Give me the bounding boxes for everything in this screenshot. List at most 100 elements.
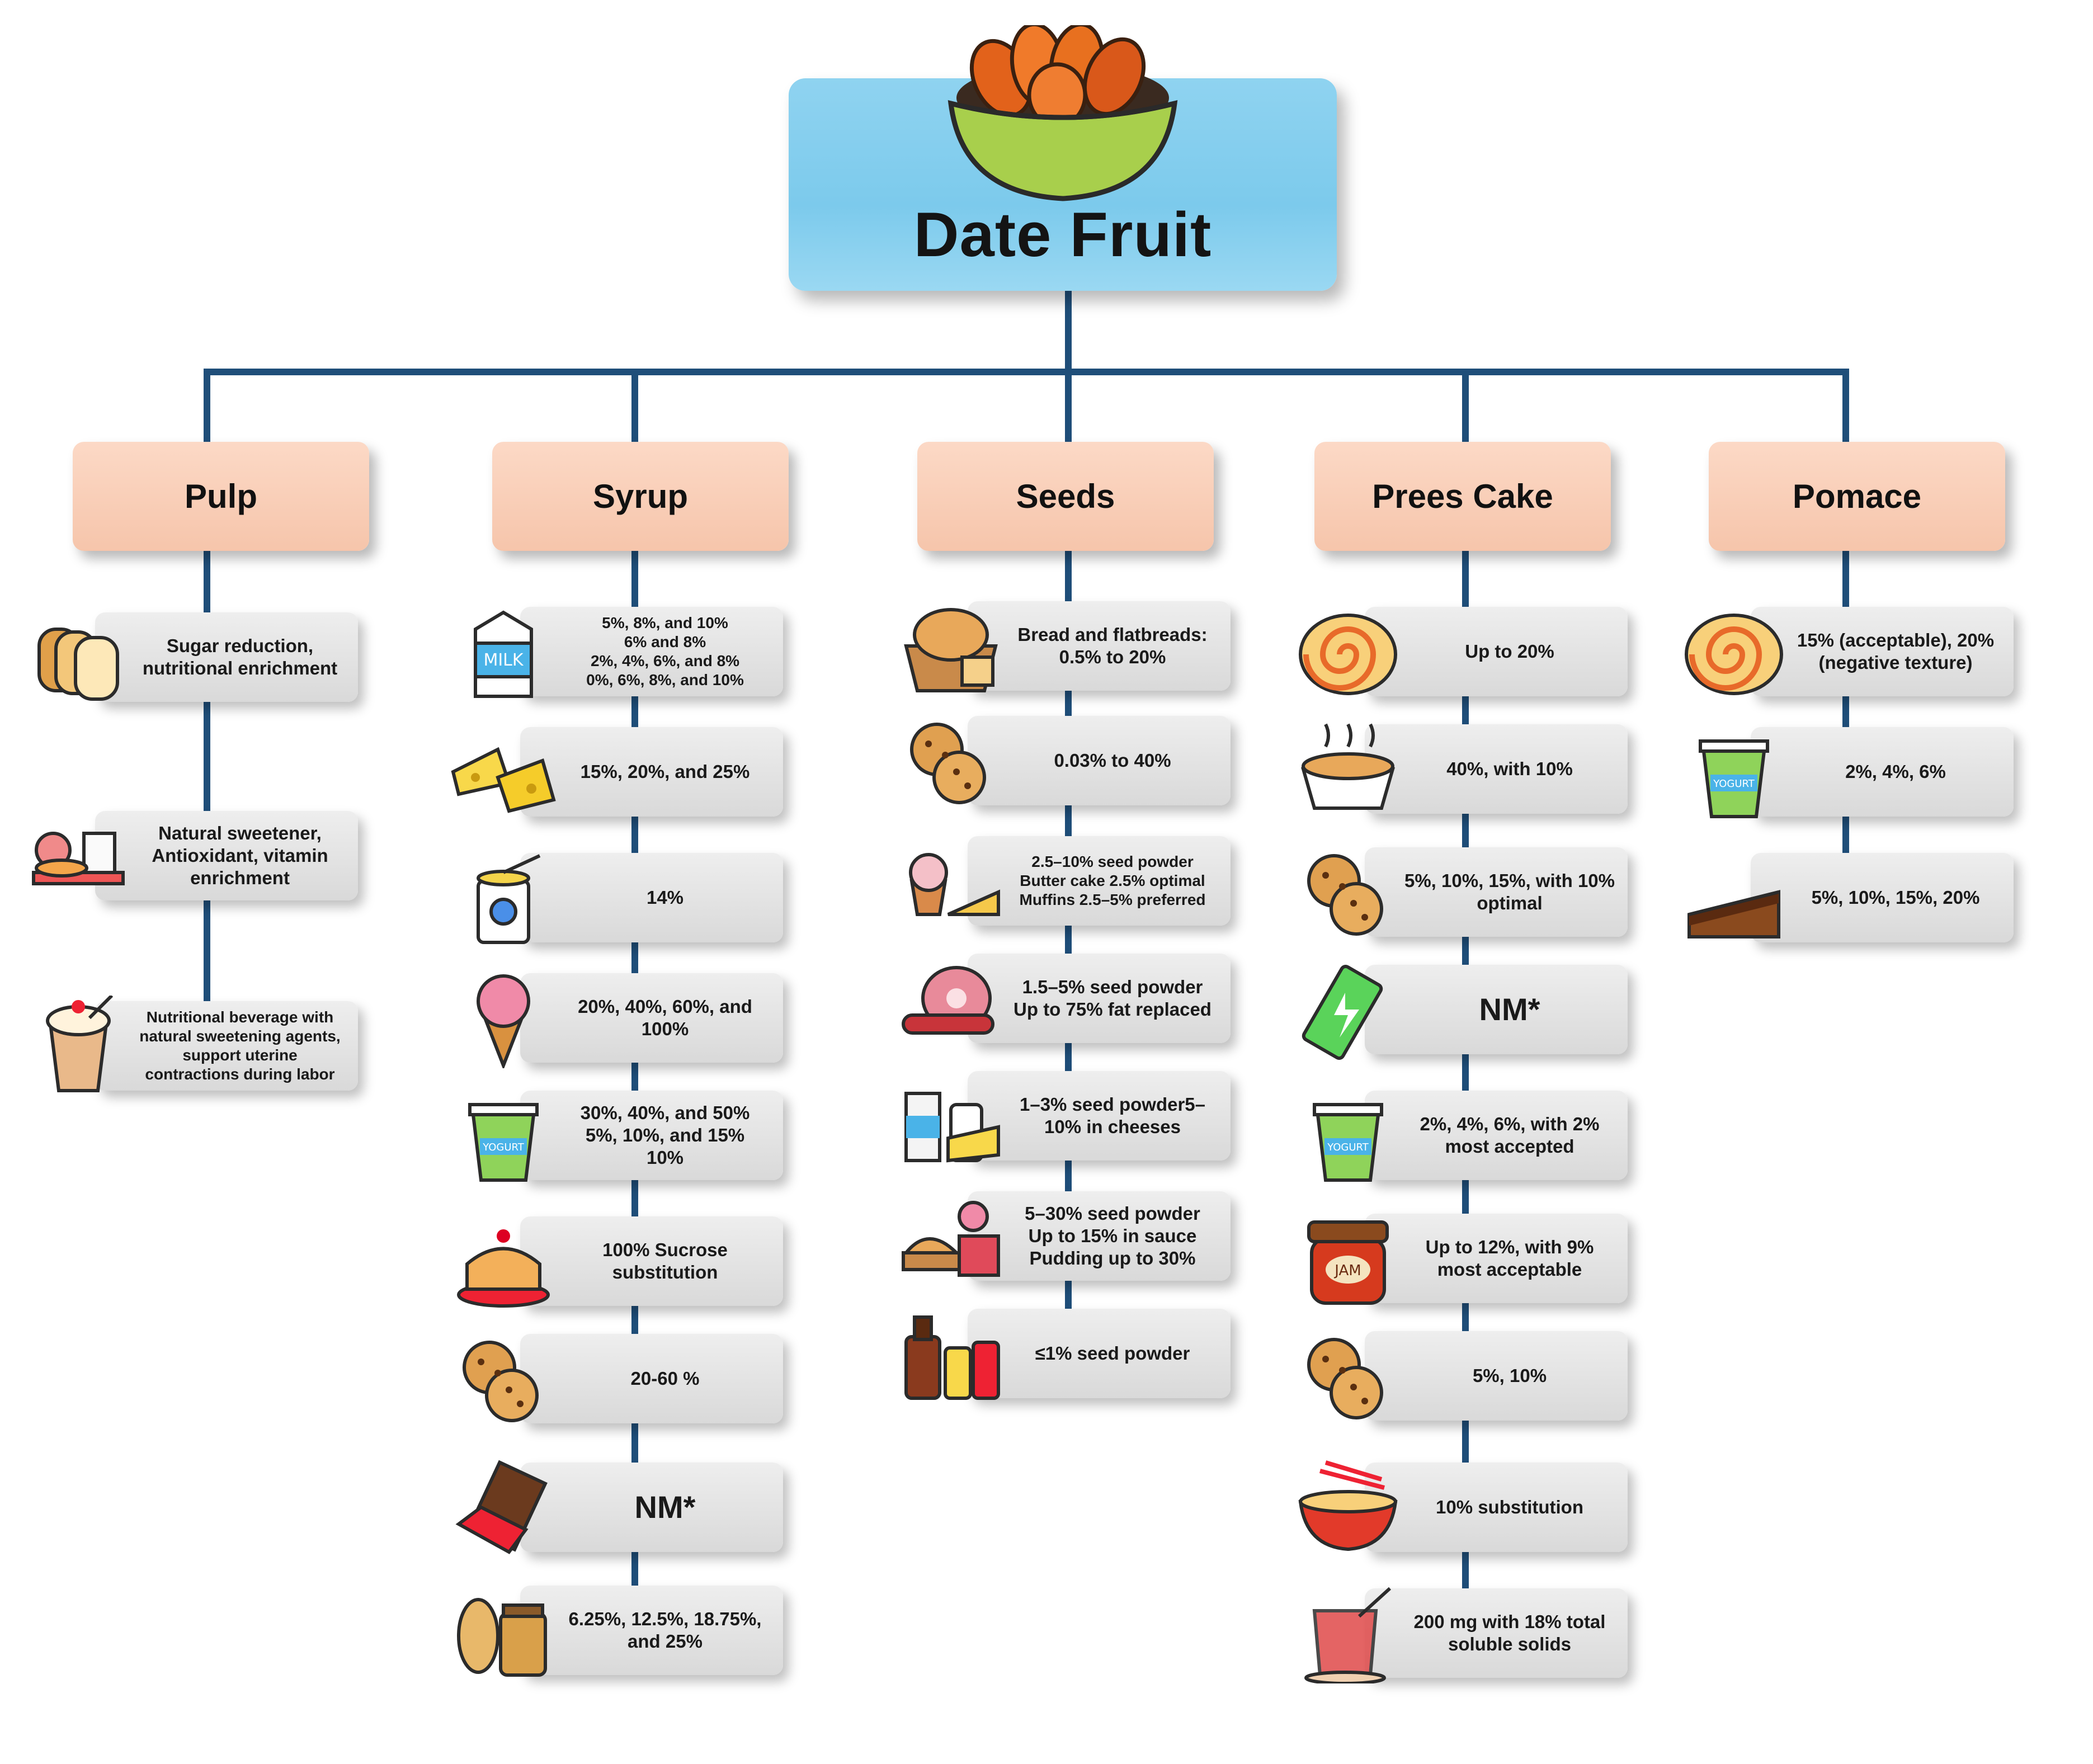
item-box: 1–3% seed powder5–10% in cheeses	[968, 1071, 1231, 1161]
item-text: Natural sweetener, Antioxidant, vitamin …	[152, 822, 328, 889]
svg-text:YOGURT: YOGURT	[482, 1142, 524, 1153]
yogurt-cup-icon: YOGURT	[1699, 739, 1769, 818]
item-box: NM*	[1365, 965, 1628, 1054]
category-syrup: Syrup	[492, 442, 789, 551]
condensed-milk-can-icon	[477, 854, 541, 944]
item-box: 1.5–5% seed powder Up to 75% fat replace…	[968, 954, 1231, 1043]
item-text: 20-60 %	[630, 1367, 700, 1389]
item-text: NM*	[1479, 991, 1540, 1027]
item-box: 5%, 10%, 15%, with 10% optimal	[1365, 847, 1628, 937]
noodle-bowl-icon	[1298, 1460, 1398, 1551]
cake-icon	[457, 1229, 550, 1308]
item-text: 0.03% to 40%	[1054, 749, 1171, 771]
milk-carton-icon: MILK	[474, 610, 533, 698]
item-box: 5%, 10%	[1365, 1331, 1628, 1421]
bread-loaf-icon	[37, 628, 119, 701]
item-text: Up to 12%, with 9% most acceptable	[1425, 1236, 1594, 1280]
item-box: 6.25%, 12.5%, 18.75%, and 25%	[520, 1586, 783, 1675]
item-box: 30%, 40%, and 50% 5%, 10%, and 15% 10%	[520, 1091, 783, 1180]
root-title: Date Fruit	[913, 200, 1212, 270]
pie-icon	[1301, 723, 1395, 810]
item-box: 2%, 4%, 6%	[1751, 727, 2014, 817]
energy-bar-icon	[1302, 964, 1383, 1060]
tea-glass-icon	[1304, 1587, 1392, 1683]
item-box: Up to 12%, with 9% most acceptable	[1365, 1214, 1628, 1303]
item-box: Bread and flatbreads: 0.5% to 20%	[968, 601, 1231, 691]
item-text: 5–30% seed powder Up to 15% in sauce Pud…	[1025, 1202, 1200, 1269]
item-box: 15%, 20%, and 25%	[520, 727, 783, 817]
jam-jar-icon: JAM	[1307, 1220, 1389, 1305]
breakfast-tray-icon	[32, 832, 125, 885]
item-text: 2.5–10% seed powder Butter cake 2.5% opt…	[1019, 852, 1206, 909]
item-box: 5–30% seed powder Up to 15% in sauce Pud…	[968, 1191, 1231, 1281]
cake-slice-icon	[1687, 890, 1780, 938]
svg-text:MILK: MILK	[483, 650, 524, 670]
cookies-icon	[1307, 1338, 1383, 1419]
svg-text:JAM: JAM	[1333, 1262, 1361, 1279]
item-text: Sugar reduction, nutritional enrichment	[142, 635, 338, 678]
item-text: 5%, 10%	[1472, 1365, 1547, 1386]
item-box: 100% Sucrose substitution	[520, 1216, 783, 1306]
item-text: 100% Sucrose substitution	[602, 1239, 728, 1282]
item-box: 2.5–10% seed powder Butter cake 2.5% opt…	[968, 836, 1231, 926]
item-box: 10% substitution	[1365, 1463, 1628, 1552]
milkshake-icon	[46, 996, 114, 1092]
item-box: Nutritional beverage with natural sweete…	[95, 1001, 358, 1091]
item-text: 2%, 4%, 6%	[1845, 761, 1946, 782]
category-label: Syrup	[592, 478, 689, 515]
category-pomace: Pomace	[1709, 442, 2005, 551]
cookies-icon	[910, 723, 986, 804]
item-box: NM*	[520, 1463, 783, 1552]
root-node: Date Fruit	[789, 25, 1337, 291]
item-text: 15% (acceptable), 20% (negative texture)	[1797, 629, 1995, 673]
item-box: 5%, 8%, and 10% 6% and 8% 2%, 4%, 6%, an…	[520, 607, 783, 696]
item-box: 200 mg with 18% total soluble solids	[1365, 1588, 1628, 1678]
item-text: Bread and flatbreads: 0.5% to 20%	[1017, 624, 1208, 667]
item-text: 5%, 10%, 15%, with 10% optimal	[1404, 870, 1615, 913]
item-box: 20-60 %	[520, 1334, 783, 1423]
cookies-icon	[463, 1341, 539, 1422]
item-box: ≤1% seed powder	[968, 1309, 1231, 1398]
svg-text:YOGURT: YOGURT	[1327, 1142, 1369, 1153]
category-label: Pomace	[1792, 478, 1922, 515]
category-label: Seeds	[1016, 478, 1115, 515]
item-text: 1–3% seed powder5–10% in cheeses	[1020, 1093, 1205, 1137]
item-text: 15%, 20%, and 25%	[580, 761, 750, 782]
ice-cream-cone-icon	[477, 974, 530, 1068]
category-prees-cake: Prees Cake	[1314, 442, 1611, 551]
category-seeds: Seeds	[917, 442, 1214, 551]
category-pulp: Pulp	[73, 442, 369, 551]
item-box: 5%, 10%, 15%, 20%	[1751, 853, 2014, 942]
item-text: 14%	[646, 886, 684, 908]
item-text: 2%, 4%, 6%, with 2% most accepted	[1420, 1113, 1600, 1157]
chocolate-bar-icon	[455, 1460, 548, 1554]
item-text: 1.5–5% seed powder Up to 75% fat replace…	[1013, 976, 1212, 1020]
peanut-butter-icon	[457, 1598, 547, 1677]
item-box: 40%, with 10%	[1365, 724, 1628, 814]
muffin-cake-icon	[909, 853, 1000, 916]
item-box: 14%	[520, 853, 783, 942]
cheese-icon	[451, 747, 556, 813]
item-text: 6.25%, 12.5%, 18.75%, and 25%	[568, 1608, 762, 1652]
swiss-roll-icon	[1299, 614, 1397, 695]
item-text: 40%, with 10%	[1446, 758, 1573, 779]
item-text: 30%, 40%, and 50% 5%, 10%, and 15% 10%	[580, 1102, 750, 1168]
item-box: 15% (acceptable), 20% (negative texture)	[1751, 607, 2014, 696]
item-text: 200 mg with 18% total soluble solids	[1413, 1611, 1606, 1654]
bread-basket-icon	[904, 608, 998, 692]
item-text: 5%, 8%, and 10% 6% and 8% 2%, 4%, 6%, an…	[586, 614, 744, 689]
item-box: Natural sweetener, Antioxidant, vitamin …	[95, 811, 358, 900]
item-text: Up to 20%	[1465, 640, 1554, 662]
item-text: NM*	[634, 1489, 696, 1525]
cookies-icon	[1307, 854, 1383, 936]
category-label: Prees Cake	[1372, 478, 1553, 515]
desserts-icon	[902, 1201, 1000, 1277]
meat-sausage-icon	[902, 966, 994, 1035]
item-text: 20%, 40%, 60%, and 100%	[578, 996, 752, 1039]
item-box: Sugar reduction, nutritional enrichment	[95, 612, 358, 702]
yogurt-cup-icon: YOGURT	[1313, 1103, 1383, 1182]
item-box: 2%, 4%, 6%, with 2% most accepted	[1365, 1091, 1628, 1180]
item-box: Up to 20%	[1365, 607, 1628, 696]
item-box: 20%, 40%, 60%, and 100%	[520, 973, 783, 1063]
